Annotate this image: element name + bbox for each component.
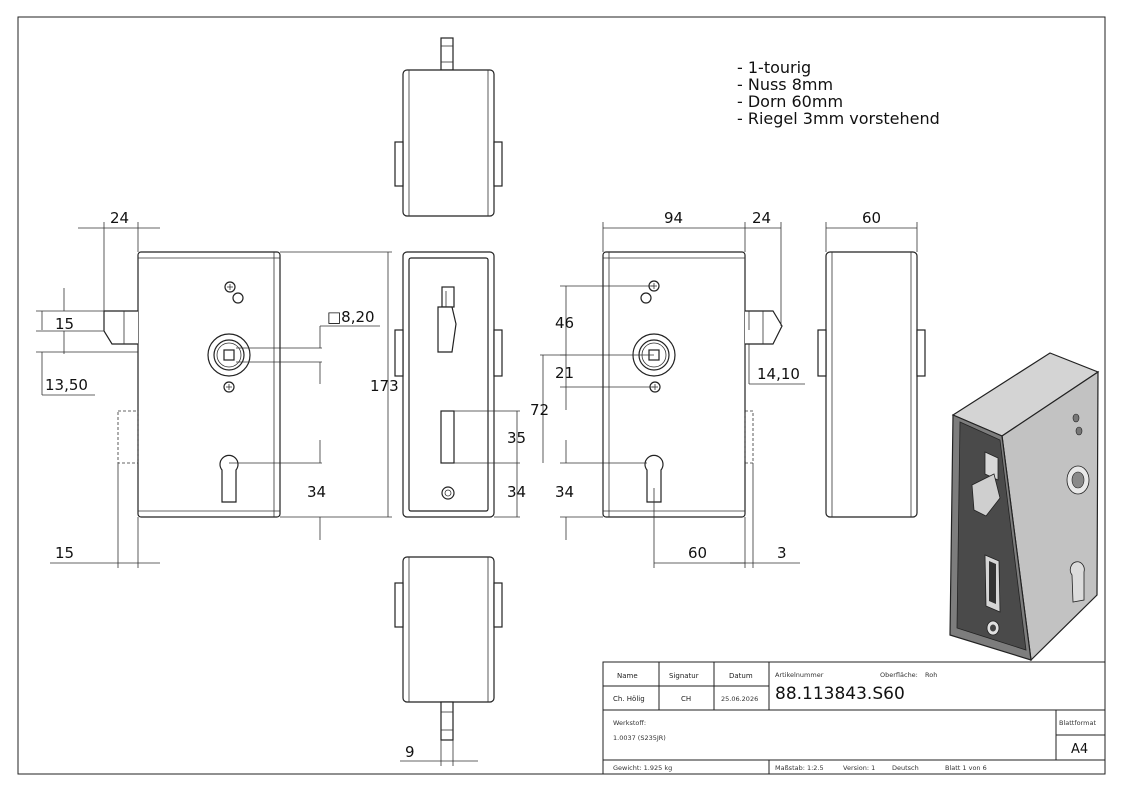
dim-left-13-50: 13,50 (45, 376, 88, 394)
note-line-2: - Nuss 8mm (737, 75, 833, 94)
notes-block: - 1-tourig - Nuss 8mm - Dorn 60mm - Rieg… (737, 58, 940, 128)
tb-signatur-value: CH (681, 695, 691, 703)
dim-side-35: 35 (507, 429, 526, 447)
dimensions-center: 35 34 (454, 410, 526, 518)
dim-left-15: 15 (55, 315, 74, 333)
tb-werkstoff-label: Werkstoff: (613, 719, 646, 727)
tb-oberflaeche-value: Roh (925, 671, 937, 679)
dim-right-72: 72 (530, 401, 549, 419)
top-view (394, 37, 503, 217)
center-side-view (394, 251, 503, 518)
tb-blattformat-value: A4 (1071, 742, 1088, 757)
tb-name-label: Name (617, 672, 638, 680)
right-front-view (602, 251, 783, 518)
dim-far-60: 60 (862, 209, 881, 227)
tb-blatt: Blatt 1 von 6 (945, 764, 987, 772)
dimensions-right: 94 24 46 21 72 34 14,10 60 3 (530, 209, 805, 568)
tb-gewicht: Gewicht: 1.925 kg (613, 764, 672, 772)
dim-bottom-9: 9 (405, 743, 415, 761)
tb-article-number: 88.113843.S60 (775, 684, 905, 704)
tb-version: Version: 1 (843, 764, 875, 772)
dim-right-60: 60 (688, 544, 707, 562)
dim-side-34: 34 (507, 483, 526, 501)
tb-sprache: Deutsch (892, 764, 919, 772)
note-line-1: - 1-tourig (737, 58, 811, 77)
dim-height-173: 173 (370, 377, 399, 395)
dim-right-94: 94 (664, 209, 683, 227)
dim-right-3: 3 (777, 544, 787, 562)
tb-artikelnummer-label: Artikelnummer (775, 671, 824, 679)
sheet-border (17, 16, 1106, 775)
far-right-side-view (817, 251, 926, 518)
left-front-view (103, 251, 281, 518)
dim-right-14-10: 14,10 (757, 365, 800, 383)
note-line-4: - Riegel 3mm vorstehend (737, 109, 940, 128)
bottom-view (394, 556, 503, 741)
dim-right-34: 34 (555, 483, 574, 501)
title-block: Name Signatur Datum Ch. Hölig CH 25.06.2… (602, 661, 1106, 775)
dimensions-other: 60 9 (400, 209, 918, 766)
dim-right-46: 46 (555, 314, 574, 332)
dim-left-bottom-15: 15 (55, 544, 74, 562)
dimensions-left: 24 15 13,50 15 □8,20 173 34 (36, 209, 399, 568)
tb-blattformat-label: Blattformat (1059, 719, 1096, 727)
note-line-3: - Dorn 60mm (737, 92, 843, 111)
tb-datum-label: Datum (729, 672, 753, 680)
tb-signatur-label: Signatur (669, 672, 699, 680)
tb-massstab: Maßstab: 1:2.5 (775, 764, 824, 772)
dim-square-8-20: □8,20 (327, 308, 375, 326)
dim-right-24: 24 (752, 209, 771, 227)
tb-werkstoff-value: 1.0037 (S235JR) (613, 734, 666, 742)
tb-name-value: Ch. Hölig (613, 695, 645, 703)
isometric-view (949, 352, 1100, 662)
tb-oberflaeche-label: Oberfläche: (880, 671, 918, 679)
dim-left-top-24: 24 (110, 209, 129, 227)
dim-left-34: 34 (307, 483, 326, 501)
tb-datum-value: 25.06.2026 (721, 695, 758, 703)
dim-right-21: 21 (555, 364, 574, 382)
